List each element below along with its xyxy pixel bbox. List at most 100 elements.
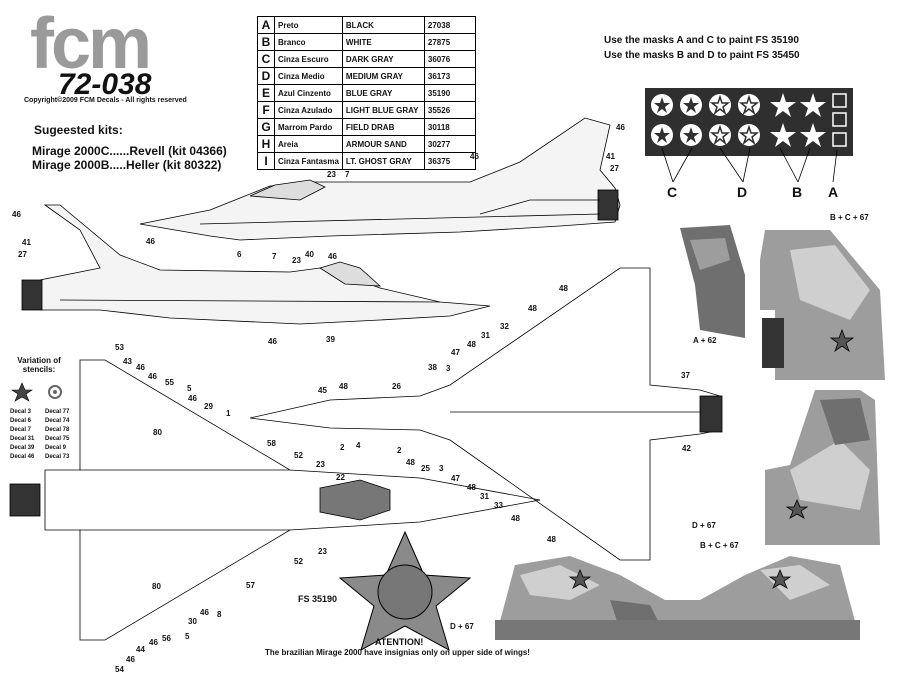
callout-number: 7: [272, 252, 277, 261]
callout-a62: A + 62: [693, 336, 717, 345]
mask-note: Use the masks A and C to paint FS 35190: [604, 35, 799, 46]
decal-item: Decal 46: [10, 454, 35, 460]
paint-en: LT. GHOST GRAY: [341, 152, 425, 170]
callout-number: 46: [146, 237, 155, 246]
paint-letter: F: [257, 101, 275, 119]
callout-number: 48: [528, 304, 537, 313]
callout-number: 48: [511, 514, 520, 523]
kits-title: Sugeested kits:: [34, 123, 123, 137]
callout-number: 4: [356, 441, 361, 450]
decal-item: Decal 75: [45, 436, 70, 442]
callout-number: 47: [451, 348, 460, 357]
paint-letter: H: [257, 135, 275, 153]
mask-label-a: A: [828, 184, 839, 200]
star-mask-icon: [738, 94, 760, 116]
callout-number: 46: [328, 252, 337, 261]
callout-number: 80: [152, 582, 161, 591]
side-view-two-seat: [139, 117, 621, 241]
callout-number: 46: [12, 210, 21, 219]
callout-number: 48: [467, 340, 476, 349]
top-view-upper: [9, 359, 541, 641]
callout-number: 23: [327, 170, 336, 179]
callout-number: 80: [153, 428, 162, 437]
decal-item: Decal 3: [10, 409, 32, 415]
callout-number: 55: [165, 378, 174, 387]
callout-number: 52: [294, 557, 303, 566]
stencil-decals-left: Decal 3 Decal 6 Decal 7 Decal 31 Decal 3…: [10, 408, 34, 462]
callout-number: 5: [187, 384, 192, 393]
insignia-fs-label: FS 35190: [298, 594, 338, 604]
callout-number: 48: [467, 483, 476, 492]
decal-item: Decal 77: [45, 409, 70, 415]
callout-number: 31: [481, 331, 490, 340]
mask-sheet: [645, 88, 853, 156]
callout-number: 48: [547, 535, 556, 544]
callout-number: 48: [406, 458, 415, 467]
callout-number: 47: [451, 474, 460, 483]
camo-tail-small: [680, 225, 745, 338]
copyright: Copyright©2009 FCM Decals - All rights r…: [24, 97, 187, 104]
decal-item: Decal 74: [45, 418, 70, 424]
callout-number: 43: [123, 357, 132, 366]
callout-number: 48: [339, 382, 348, 391]
stencil-variation-icons: [11, 382, 62, 402]
star-mask-icon: [738, 124, 760, 146]
star-mask-icon: [709, 94, 731, 116]
kit-item: Mirage 2000C......Revell (kit 04366): [32, 144, 227, 158]
product-code: 72-038: [58, 68, 152, 101]
attention-title: ATENTION!: [375, 637, 424, 647]
callout-number: 6: [237, 250, 242, 259]
callout-number: 54: [115, 665, 124, 674]
callout-number: 23: [316, 460, 325, 469]
callout-number: 39: [326, 335, 335, 344]
callout-number: 46: [268, 337, 277, 346]
callout-number: 3: [446, 364, 451, 373]
mask-label-c: C: [667, 184, 678, 200]
logo-brand: fcm: [30, 4, 152, 84]
callout-number: 7: [345, 170, 350, 179]
callout-number: 31: [480, 492, 489, 501]
fcm-logo: fcm 72-038: [30, 8, 190, 103]
side-view-single-seat: [21, 204, 491, 325]
callout-number: 44: [136, 645, 145, 654]
callout-number: 46: [188, 394, 197, 403]
stencil-title: Variation of stencils:: [17, 356, 61, 374]
callout-number: 32: [500, 322, 509, 331]
callout-number: 33: [494, 501, 503, 510]
decal-item: Decal 39: [10, 445, 35, 451]
decal-item: Decal 78: [45, 427, 70, 433]
callout-number: 30: [188, 617, 197, 626]
paint-fs: 36375: [423, 152, 476, 170]
callout-number: 23: [292, 256, 301, 265]
decal-item: Decal 73: [45, 454, 70, 460]
callout-number: 27: [18, 250, 27, 259]
callout-number: 46: [148, 372, 157, 381]
decal-item: Decal 31: [10, 436, 35, 442]
callout-number: 53: [115, 343, 124, 352]
callout-number: 56: [162, 634, 171, 643]
callout-number: 46: [149, 638, 158, 647]
mask-sheet-graphic: [651, 93, 847, 147]
callout-number: 5: [185, 632, 190, 641]
callout-number: 41: [606, 152, 615, 161]
callout-number: 25: [421, 464, 430, 473]
decal-item: Decal 7: [10, 427, 32, 433]
callout-number: 57: [246, 581, 255, 590]
decal-item: Decal 6: [10, 418, 32, 424]
callout-number: 1: [226, 409, 231, 418]
callout-number: 58: [267, 439, 276, 448]
callout-number: 41: [22, 238, 31, 247]
callout-number: 23: [318, 547, 327, 556]
mask-label-d: D: [737, 184, 748, 200]
callout-number: 37: [681, 371, 690, 380]
stencil-decals-right: Decal 77 Decal 74 Decal 78 Decal 75 Deca…: [45, 408, 69, 462]
callout-number: 2: [397, 446, 402, 455]
camo-tail-large: [760, 230, 885, 380]
